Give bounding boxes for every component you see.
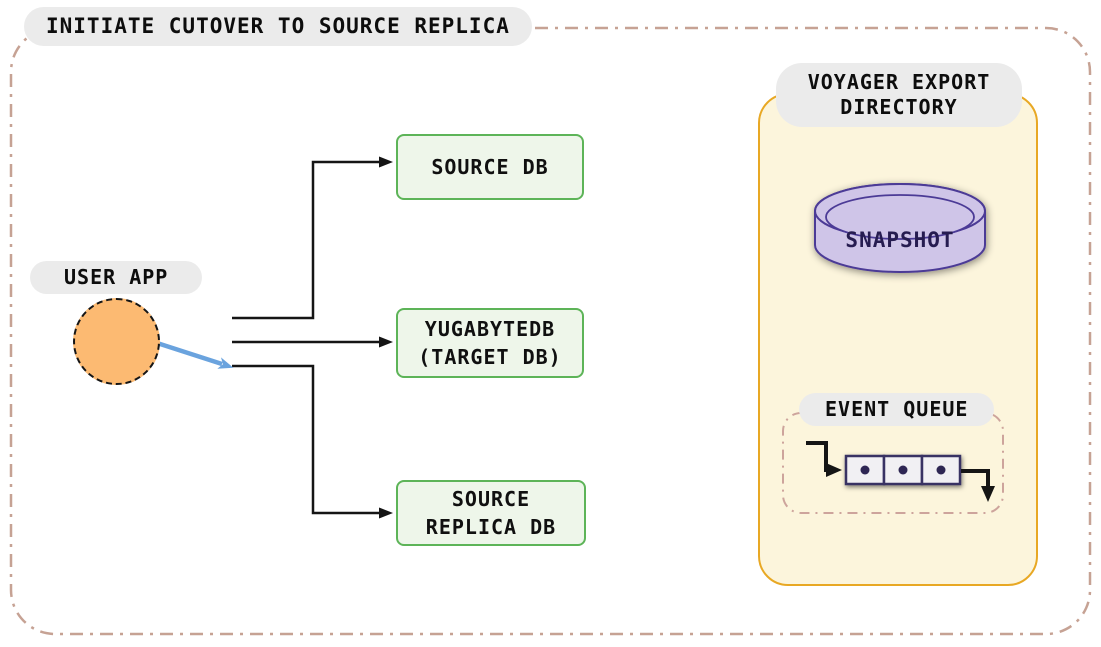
db-box-target-label: YUGABYTEDB (TARGET DB) xyxy=(418,317,562,369)
db-box-source-replica-label: SOURCE REPLICA DB xyxy=(425,487,557,539)
connector-user-app-to-source-db xyxy=(232,156,393,320)
event-queue-label: EVENT QUEUE xyxy=(799,393,995,426)
voyager-export-directory-container xyxy=(758,93,1038,586)
diagram-title: INITIATE CUTOVER TO SOURCE REPLICA xyxy=(24,7,532,46)
user-app-label: USER APP xyxy=(30,261,203,294)
voyager-export-directory-label: VOYAGER EXPORT DIRECTORY xyxy=(776,63,1022,127)
db-box-source: SOURCE DB xyxy=(396,134,584,200)
snapshot-label: SNAPSHOT xyxy=(845,228,955,252)
user-app-circle-icon xyxy=(73,298,160,385)
db-box-target: YUGABYTEDB (TARGET DB) xyxy=(396,308,584,378)
cutover-blue-arrow xyxy=(156,340,234,369)
connector-user-app-to-source-replica-db xyxy=(232,364,393,519)
db-box-source-label: SOURCE DB xyxy=(431,155,549,179)
db-box-source-replica: SOURCE REPLICA DB xyxy=(396,480,586,546)
